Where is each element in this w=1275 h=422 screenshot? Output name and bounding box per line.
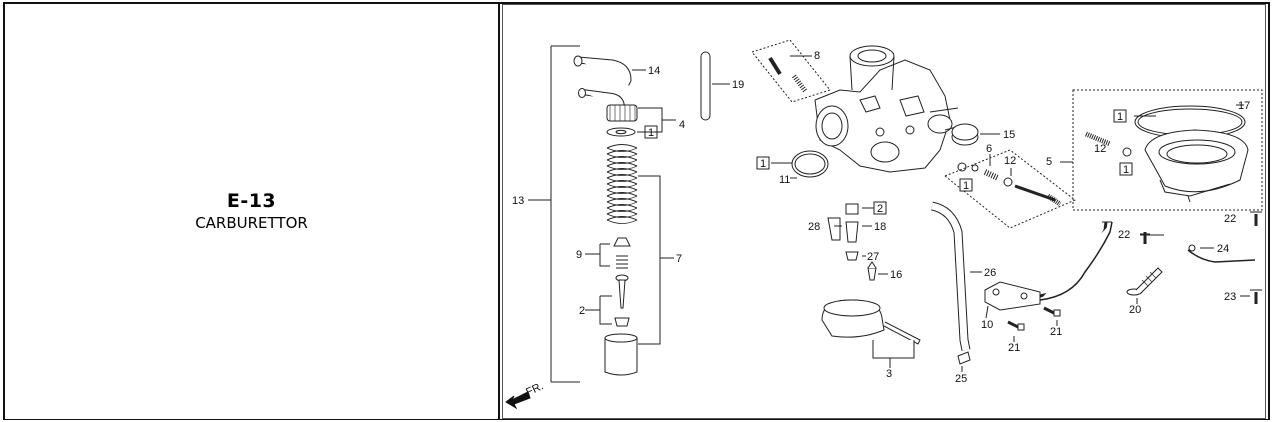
- frame-divider: [498, 2, 500, 420]
- callout-18: 18: [874, 221, 886, 233]
- callout-5: 5: [1046, 156, 1052, 168]
- section-title-block: E-13 CARBURETTOR: [3, 190, 500, 232]
- part-15-ring: [951, 123, 1000, 146]
- part-21-screws: [1007, 306, 1061, 342]
- part-24-wire: [1187, 244, 1256, 263]
- part-4-top: [578, 88, 676, 137]
- front-label: FR.: [524, 380, 545, 398]
- callout-6: 6: [986, 143, 992, 155]
- callout-7: 7: [676, 253, 682, 265]
- part-5-box: [1060, 89, 1263, 211]
- callout-20: 20: [1129, 304, 1141, 316]
- callout-17: 17: [1238, 100, 1250, 112]
- part-22-bolts: [1140, 211, 1262, 244]
- part-16-screw: [867, 261, 888, 281]
- callout-9: 9: [576, 249, 582, 261]
- callout-13: 13: [512, 195, 524, 207]
- callout-2: 2: [579, 305, 585, 317]
- part-7-spring: [606, 144, 674, 345]
- callout-28: 28: [808, 221, 820, 233]
- callout-3: 3: [886, 368, 892, 380]
- callout-27: 27: [867, 251, 879, 263]
- section-code: E-13: [226, 190, 277, 212]
- callout-12b: 12: [1094, 143, 1106, 155]
- carb-body: [814, 45, 961, 173]
- part-19-rod: [700, 51, 730, 121]
- part-18-jet: [827, 201, 887, 261]
- part-9-clip: [585, 237, 631, 269]
- part-2-needle: [585, 274, 630, 327]
- callout-21b: 21: [1050, 326, 1062, 338]
- front-arrow-icon: [505, 391, 531, 410]
- callout-25: 25: [955, 373, 967, 385]
- part-14-elbow: [573, 55, 646, 86]
- part-3-float: [821, 299, 921, 368]
- callout-8: 8: [814, 50, 820, 62]
- callout-11: 11: [779, 174, 790, 186]
- boxed-ref-2: 2: [877, 203, 883, 215]
- boxed-ref-1b: 1: [760, 158, 766, 170]
- boxed-ref-1c: 1: [963, 180, 969, 192]
- callout-15: 15: [1003, 129, 1015, 141]
- callout-labels: 2 3 4 5 6 7 8 9 10 11 12 12 13 14 15 16 …: [512, 50, 1250, 399]
- callout-23: 23: [1224, 291, 1236, 303]
- boxed-ref-1d: 1: [1117, 111, 1123, 123]
- callout-16: 16: [890, 269, 902, 281]
- callout-19: 19: [732, 79, 744, 91]
- bracket-13: [528, 45, 580, 383]
- callout-14: 14: [648, 65, 660, 77]
- part-8-box: [751, 39, 831, 103]
- callout-4: 4: [679, 119, 685, 131]
- part-20-bolt: [1126, 267, 1163, 304]
- section-title: CARBURETTOR: [195, 214, 308, 232]
- callout-24: 24: [1217, 243, 1229, 255]
- diagram-panel: [502, 4, 1266, 419]
- boxed-ref-1e: 1: [1123, 164, 1129, 176]
- part-slide: [604, 333, 638, 376]
- boxed-ref-1: 1: [648, 127, 654, 139]
- part-6-box: [944, 149, 1076, 229]
- callout-21: 21: [1008, 342, 1020, 354]
- part-10-choke: [984, 221, 1113, 319]
- part-26-hose: [930, 201, 982, 372]
- part-11-oring: [756, 150, 829, 179]
- callout-10: 10: [981, 319, 993, 331]
- callout-22: 22: [1224, 213, 1236, 225]
- callout-22b: 22: [1118, 229, 1130, 241]
- callout-12: 12: [1004, 155, 1016, 167]
- part-23-bolt: [1240, 289, 1262, 304]
- callout-26: 26: [984, 267, 996, 279]
- diagram-frame: [3, 2, 1270, 420]
